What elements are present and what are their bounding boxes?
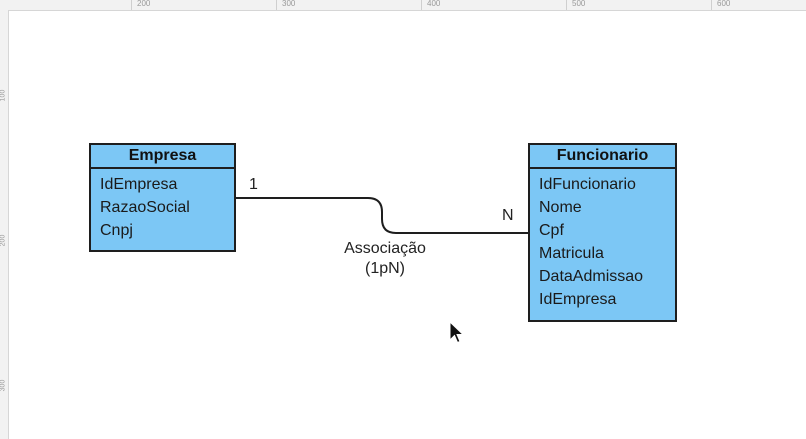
ruler-tick-label: 600	[717, 0, 731, 8]
ruler-tick	[711, 0, 712, 10]
entity-attribute: Matricula	[539, 245, 604, 262]
entity-attribute: DataAdmissao	[539, 268, 644, 285]
entity-attribute: IdEmpresa	[539, 291, 617, 308]
relationship-type: (1pN)	[364, 260, 405, 277]
ruler-left: 100 200 300	[0, 10, 9, 439]
entity-title: Empresa	[91, 145, 234, 169]
cardinality-many-label: N	[502, 207, 514, 224]
relationship-label[interactable]: Associação (1pN)	[330, 239, 440, 279]
mouse-cursor-icon	[449, 321, 465, 344]
ruler-tick-label: 200	[137, 0, 151, 8]
ruler-tick-label: 400	[427, 0, 441, 8]
ruler-tick	[566, 0, 567, 10]
entity-attribute: Nome	[539, 199, 582, 216]
ruler-tick-label: 500	[572, 0, 586, 8]
entity-empresa[interactable]: Empresa IdEmpresa RazaoSocial Cnpj	[89, 143, 236, 252]
relationship-name: Associação	[344, 240, 426, 257]
ruler-top: 200 300 400 500 600	[0, 0, 806, 11]
entity-attributes: IdFuncionario Nome Cpf Matricula DataAdm…	[530, 169, 675, 311]
ruler-tick	[421, 0, 422, 10]
entity-attribute: IdEmpresa	[100, 176, 178, 193]
entity-attributes: IdEmpresa RazaoSocial Cnpj	[91, 169, 234, 242]
ruler-tick	[131, 0, 132, 10]
entity-attribute: IdFuncionario	[539, 176, 636, 193]
entity-funcionario[interactable]: Funcionario IdFuncionario Nome Cpf Matri…	[528, 143, 677, 322]
entity-attribute: Cnpj	[100, 222, 133, 239]
entity-title: Funcionario	[530, 145, 675, 169]
entity-attribute: Cpf	[539, 222, 564, 239]
cardinality-one-label: 1	[249, 176, 258, 193]
ruler-tick	[276, 0, 277, 10]
ruler-tick-label: 300	[282, 0, 296, 8]
entity-attribute: RazaoSocial	[100, 199, 190, 216]
